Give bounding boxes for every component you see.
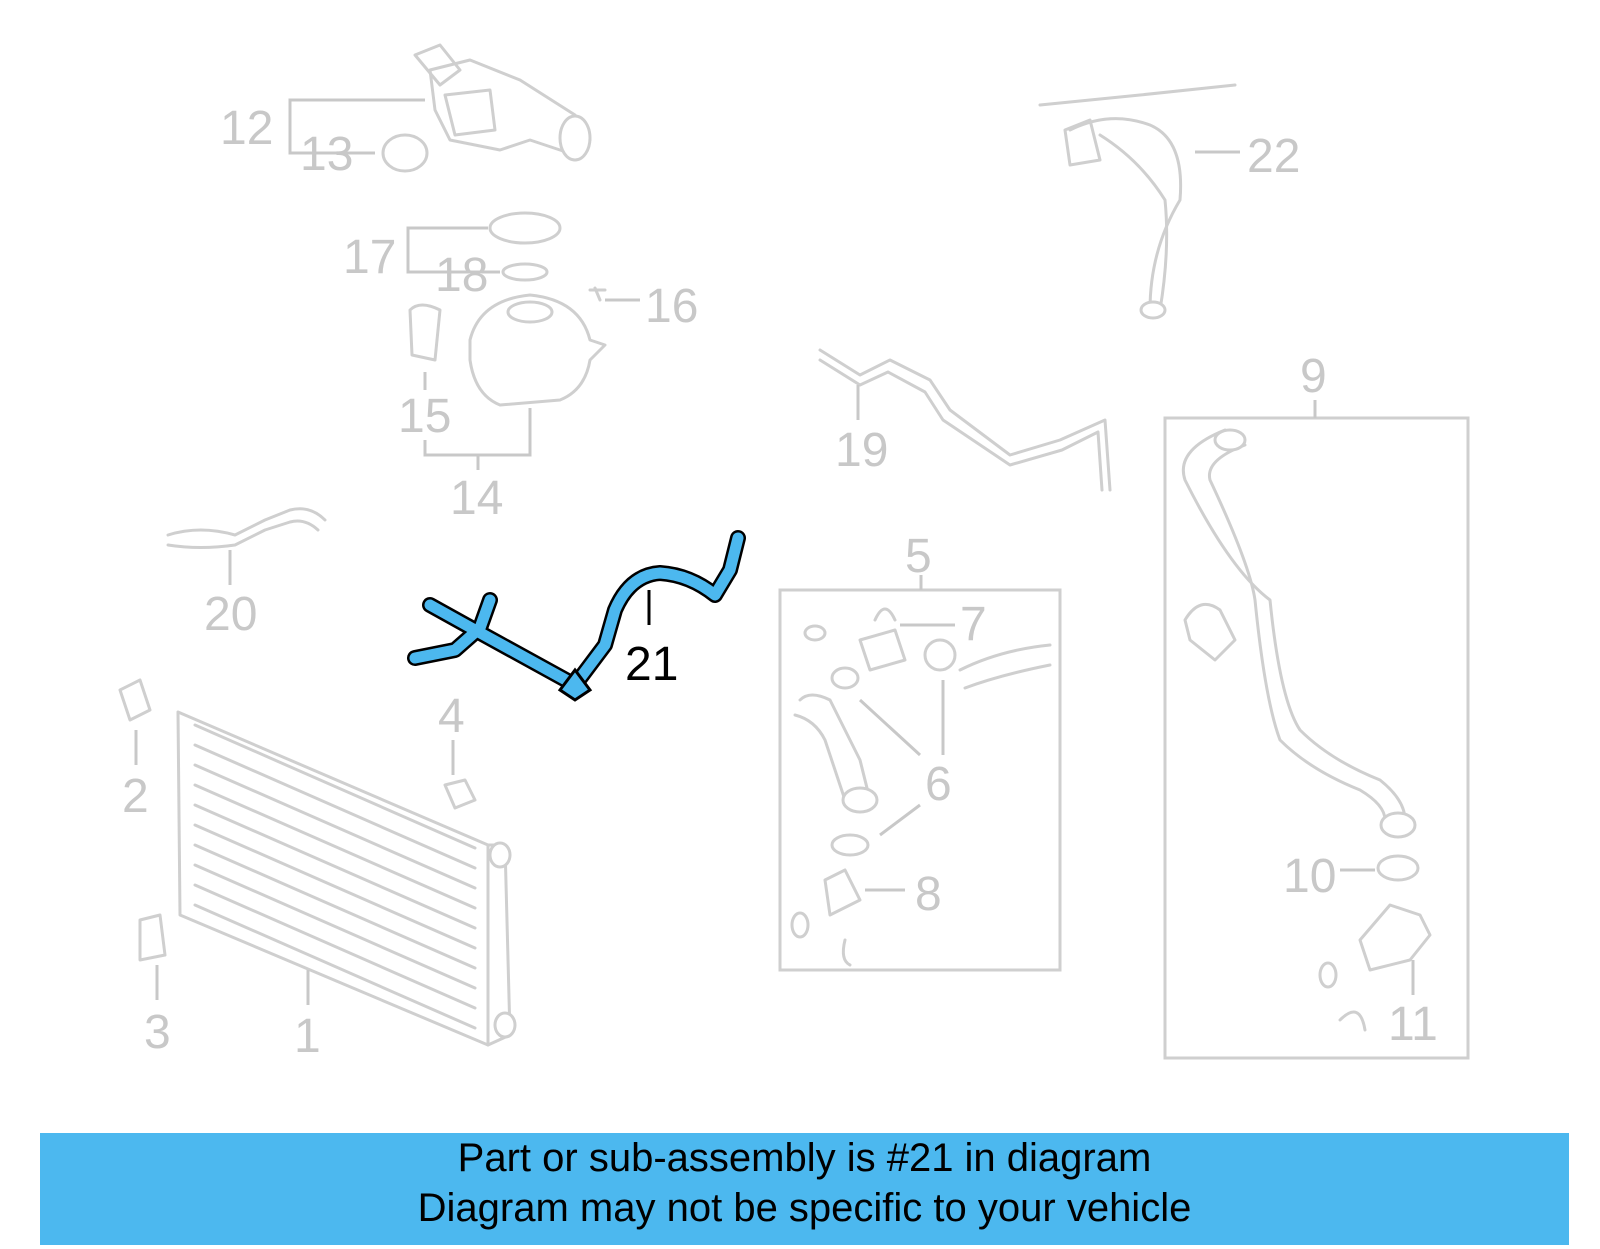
callout-2: 2 bbox=[122, 770, 149, 823]
expansion-tank-part bbox=[408, 211, 607, 407]
callout-16: 16 bbox=[645, 280, 698, 333]
leader-12 bbox=[288, 98, 425, 105]
callout-17: 17 bbox=[343, 231, 396, 284]
callout-15: 15 bbox=[398, 390, 451, 443]
callout-5: 5 bbox=[905, 530, 932, 583]
callout-22: 22 bbox=[1247, 130, 1300, 183]
callout-21: 21 bbox=[625, 638, 678, 691]
hose-assembly-9 bbox=[1182, 428, 1432, 1032]
info-banner: Part or sub-assembly is #21 in diagram D… bbox=[40, 1133, 1569, 1245]
leader-6a bbox=[858, 698, 922, 757]
assembly-box-9 bbox=[1163, 416, 1470, 1060]
leader-17 bbox=[406, 226, 488, 245]
banner-line-2: Diagram may not be specific to your vehi… bbox=[417, 1186, 1192, 1230]
hose-20-part bbox=[166, 507, 327, 549]
leader-18 bbox=[406, 245, 500, 274]
leader-13 bbox=[288, 105, 375, 155]
banner-line-1: Part or sub-assembly is #21 in diagram bbox=[457, 1136, 1152, 1180]
hose-assembly-5 bbox=[790, 607, 1052, 967]
coolant-pipe-21-part bbox=[407, 530, 746, 702]
callout-10: 10 bbox=[1283, 850, 1336, 903]
callout-1: 1 bbox=[294, 1010, 321, 1063]
radiator-part bbox=[118, 678, 517, 1047]
callout-8: 8 bbox=[915, 868, 942, 921]
callout-7: 7 bbox=[960, 598, 987, 651]
hose-bracket-part bbox=[1038, 83, 1237, 320]
callout-20: 20 bbox=[204, 588, 257, 641]
callout-11: 11 bbox=[1388, 998, 1438, 1051]
callout-4: 4 bbox=[438, 690, 465, 743]
leader-6c bbox=[879, 803, 921, 837]
callout-12: 12 bbox=[220, 102, 273, 155]
callout-6: 6 bbox=[925, 758, 952, 811]
callout-13: 13 bbox=[300, 128, 353, 181]
callout-3: 3 bbox=[144, 1006, 171, 1059]
callout-9: 9 bbox=[1300, 350, 1327, 403]
coolant-flange-part bbox=[381, 43, 592, 173]
callout-19: 19 bbox=[835, 424, 888, 477]
callout-14: 14 bbox=[450, 472, 503, 525]
callout-18: 18 bbox=[435, 249, 488, 302]
tube-19-part bbox=[818, 348, 1112, 492]
